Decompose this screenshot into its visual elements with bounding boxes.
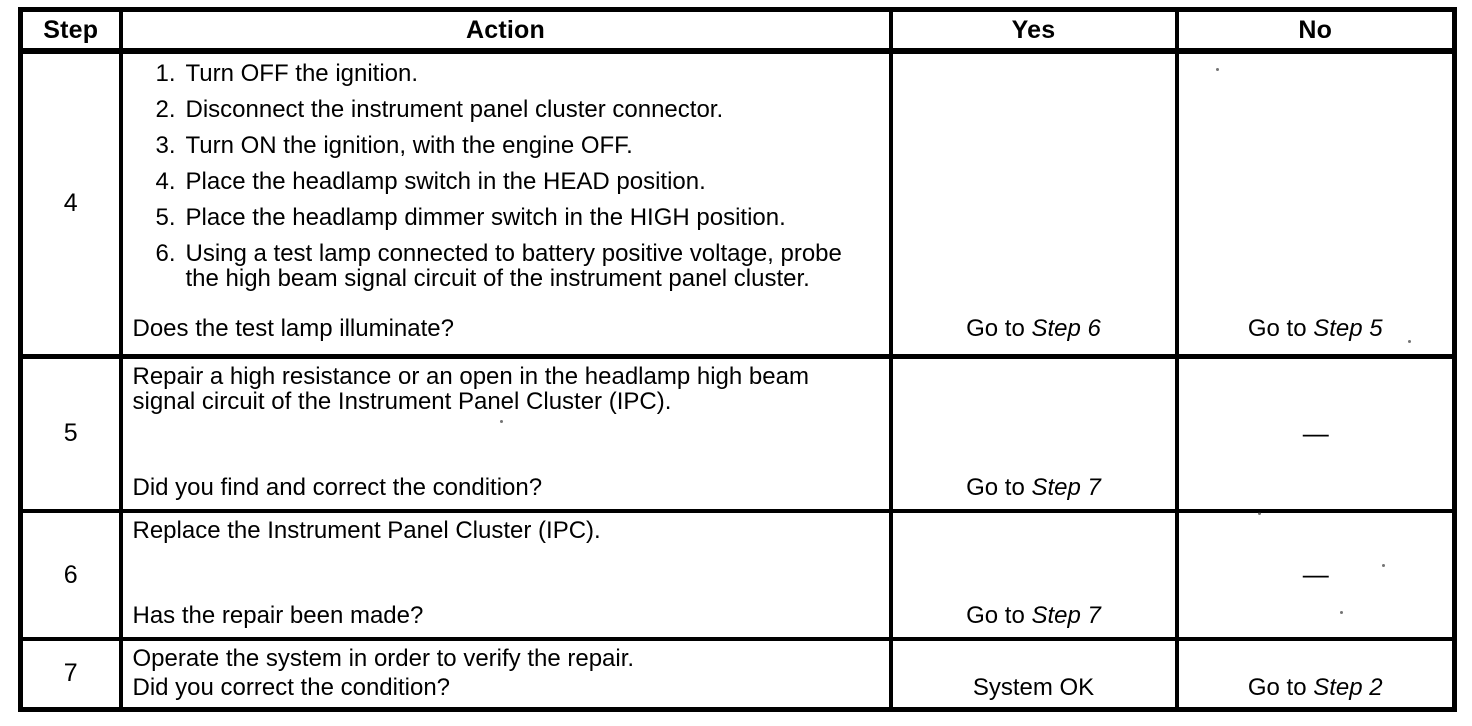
action-list: Turn OFF the ignition. Disconnect the in… xyxy=(123,54,864,291)
goto-step-italic: Step 7 xyxy=(1031,474,1101,501)
action-text: Replace the Instrument Panel Cluster (IP… xyxy=(132,517,601,544)
action-question: Did you find and correct the condition? xyxy=(132,474,543,501)
action-text: Repair a high resistance or an open in t… xyxy=(132,362,809,415)
goto-reference: Go to Step 5 xyxy=(1179,316,1453,341)
goto-prefix: Go to xyxy=(966,474,1032,501)
step-number: 6 xyxy=(18,509,123,641)
action-list-item: Turn OFF the ignition. xyxy=(156,60,419,87)
em-dash: — xyxy=(1302,559,1329,589)
action-list-item: Place the headlamp switch in the HEAD po… xyxy=(156,168,706,195)
action-list-item: Place the headlamp dimmer switch in the … xyxy=(156,204,786,231)
goto-step-italic: Step 7 xyxy=(1031,602,1101,629)
action-cell: Replace the Instrument Panel Cluster (IP… xyxy=(118,509,893,641)
no-cell: Go to Step 2 xyxy=(1174,637,1457,711)
yes-cell: Go to Step 6 xyxy=(888,49,1179,359)
result-text: System OK xyxy=(972,673,1095,701)
table-row-step-6: 6 Replace the Instrument Panel Cluster (… xyxy=(18,509,1457,641)
goto-prefix: Go to xyxy=(1247,314,1314,342)
action-question: Did you correct the condition? xyxy=(132,673,451,701)
goto-step-italic: Step 6 xyxy=(1031,314,1101,342)
scan-speck xyxy=(1408,340,1411,343)
action-question: Does the test lamp illuminate? xyxy=(132,314,455,342)
step-number: 7 xyxy=(18,637,123,711)
table-row-step-4: 4 Turn OFF the ignition. Disconnect the … xyxy=(18,49,1457,359)
scan-speck xyxy=(1382,564,1385,567)
goto-step-italic: Step 2 xyxy=(1313,673,1383,701)
diagnostic-table: Step Action Yes No 4 Turn OFF the igniti… xyxy=(18,7,1457,712)
scan-speck xyxy=(500,420,503,423)
action-cell: Turn OFF the ignition. Disconnect the in… xyxy=(118,49,893,359)
action-cell: Operate the system in order to verify th… xyxy=(118,637,893,711)
goto-prefix: Go to xyxy=(966,602,1032,629)
col-header-no: No xyxy=(1174,7,1457,54)
no-cell: Go to Step 5 xyxy=(1174,49,1457,359)
goto-reference: Go to Step 7 xyxy=(893,475,1175,500)
yes-cell: Go to Step 7 xyxy=(888,354,1179,513)
goto-step-italic: Step 5 xyxy=(1313,314,1383,342)
goto-prefix: Go to xyxy=(1247,673,1314,701)
step-number: 4 xyxy=(18,49,123,359)
col-header-step: Step xyxy=(18,7,123,54)
goto-reference: Go to Step 6 xyxy=(893,316,1175,341)
action-list-item: Disconnect the instrument panel cluster … xyxy=(156,96,724,123)
scan-speck xyxy=(1340,611,1343,614)
goto-reference: Go to Step 2 xyxy=(1179,675,1453,700)
action-question: Has the repair been made? xyxy=(132,602,424,629)
action-list-item: Turn ON the ignition, with the engine OF… xyxy=(156,132,633,159)
table-row-step-7: 7 Operate the system in order to verify … xyxy=(18,637,1457,711)
yes-cell: System OK xyxy=(888,637,1179,711)
goto-prefix: Go to xyxy=(966,314,1032,342)
no-cell: — xyxy=(1174,354,1457,513)
col-header-yes: Yes xyxy=(888,7,1179,54)
table-row-step-5: 5 Repair a high resistance or an open in… xyxy=(18,354,1457,513)
action-list-item: Using a test lamp connected to battery p… xyxy=(156,240,842,292)
yes-cell: Go to Step 7 xyxy=(888,509,1179,641)
action-cell: Repair a high resistance or an open in t… xyxy=(118,354,893,513)
action-text: Operate the system in order to verify th… xyxy=(132,645,635,672)
scan-speck xyxy=(1216,68,1219,71)
goto-reference: Go to Step 7 xyxy=(893,603,1175,628)
col-header-action: Action xyxy=(118,7,893,54)
scan-speck xyxy=(1258,512,1261,515)
no-cell: — xyxy=(1174,509,1457,641)
header-row: Step Action Yes No xyxy=(18,7,1457,54)
em-dash: — xyxy=(1302,417,1329,448)
step-number: 5 xyxy=(18,354,123,513)
